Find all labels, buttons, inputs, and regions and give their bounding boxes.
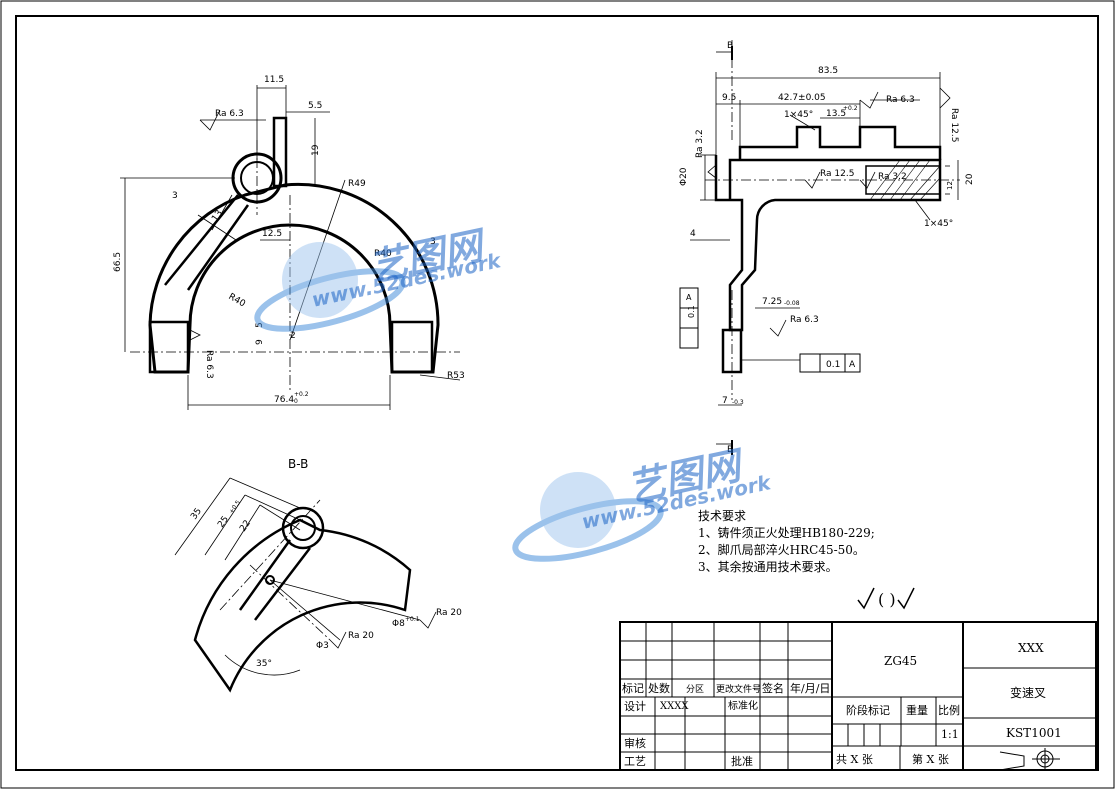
tb-design: 设计: [624, 700, 646, 713]
inner-frame: [15, 15, 1099, 771]
projection-symbol: [999, 748, 1060, 771]
dim-20: 20: [965, 173, 975, 185]
tb-material: ZG45: [884, 654, 918, 668]
dim-r40a: R40: [374, 249, 392, 259]
ra-top: Ra 6.3: [215, 109, 244, 119]
dim-9-5: 9.5: [722, 93, 736, 103]
chamfer-a: 1×45°: [784, 110, 813, 120]
dim-3a: 3: [172, 191, 178, 201]
tech-requirements: 技术要求 1、铸件须正火处理HB180-229; 2、脚爪局部淬火HRC45-5…: [698, 508, 875, 576]
tb-approve: 批准: [731, 755, 753, 768]
dim-3b: 3: [430, 237, 436, 247]
ra-20-b: Ra 20: [348, 631, 374, 641]
tb-label-count: 处数: [648, 682, 670, 695]
tb-sheet-no: 第 X 张: [912, 753, 949, 766]
dim-35: 35: [189, 507, 204, 522]
tb-drawing-no: KST1001: [1006, 726, 1062, 740]
dim-25: 25: [216, 515, 231, 530]
tech-req-item-1: 1、铸件须正火处理HB180-229;: [698, 526, 875, 540]
ra-32-right: Ra 3.2: [878, 172, 907, 182]
tb-label-date: 年/月/日: [790, 682, 831, 695]
section-dimensions: 35 25 +0.5 22 Φ8 +0.1 Ra 20 Φ3 Ra 20 35°: [189, 499, 462, 669]
dim-r49: R49: [348, 179, 366, 189]
dim-66-5: 66.5: [113, 252, 123, 272]
tb-stage: 阶段标记: [846, 704, 890, 717]
tb-process: 工艺: [624, 755, 646, 768]
ra-20-a: Ra 20: [436, 608, 462, 618]
section-mark-bottom: B: [727, 445, 733, 455]
ra-63-bottom: Ra 6.3: [790, 315, 819, 325]
side-view: B B 83.5 9.5 42.7±0.05 Ra 6.3 Ra 12.5 1×…: [679, 40, 975, 455]
tb-label-zone: 分区: [686, 685, 705, 695]
dim-13-5-tol: +0.2: [843, 105, 858, 112]
ra-left: Ra 6.3: [204, 350, 214, 379]
tb-total-sheets: 共 X 张: [836, 753, 873, 766]
dim-4: 4: [690, 229, 696, 239]
dim-7-tol2: -0.3: [732, 399, 744, 406]
dim-12: 12: [946, 181, 954, 190]
dim-7-25: 7.25: [762, 297, 782, 307]
dim-19: 19: [311, 144, 321, 156]
dim-5-5: 5.5: [308, 101, 322, 111]
dim-phi3: Φ3: [316, 641, 329, 651]
dim-phi20: Φ20: [679, 167, 689, 186]
section-mark-top: B: [727, 41, 733, 51]
title-block-grid: [619, 621, 1097, 771]
dim-2: 2: [290, 331, 296, 341]
dim-76-4-tol: +0.2: [294, 391, 309, 398]
chamfer-b: 1×45°: [924, 219, 953, 229]
gdt-bottom-value: 0.1: [826, 360, 840, 370]
dim-83-5: 83.5: [818, 66, 838, 76]
roughness-symbol: [857, 587, 915, 610]
dim-12-5: 12.5: [262, 229, 282, 239]
dim-13-5: 13.5: [826, 109, 846, 119]
dim-25-tol: +0.5: [228, 499, 242, 515]
dim-22: 22: [238, 519, 253, 534]
tb-review: 审核: [624, 737, 646, 750]
dim-r40b: R40: [227, 292, 248, 310]
tb-standardize: 标准化: [728, 701, 758, 712]
tb-label-change: 更改文件号: [716, 685, 762, 695]
dim-phi8: Φ8: [392, 619, 405, 629]
section-title: B-B: [288, 457, 308, 471]
dim-7-25-tol2: -0.08: [784, 300, 800, 307]
tb-scale-label: 比例: [938, 704, 960, 717]
roughness-note: ( ): [878, 590, 896, 609]
dim-r53: R53: [447, 371, 465, 381]
watermark-logo-1: [254, 242, 406, 332]
dim-9: 9: [255, 339, 265, 345]
tb-designer: XXXX: [660, 701, 689, 712]
tb-label-mark: 标记: [622, 682, 644, 695]
dim-76-4: 76.4: [274, 395, 294, 405]
tech-req-item-2: 2、脚爪局部淬火HRC45-50。: [698, 543, 865, 557]
ra-63-top: Ra 6.3: [886, 95, 915, 105]
gdt-bottom-datum: A: [849, 360, 856, 370]
tb-label-sign: 签名: [762, 682, 784, 695]
ra-125-right: Ra 12.5: [949, 108, 959, 142]
gdt-top-datum: A: [686, 293, 692, 302]
watermark-logo-2: [512, 472, 664, 562]
tech-req-item-3: 3、其余按通用技术要求。: [698, 560, 838, 574]
tb-scale: 1:1: [941, 728, 959, 741]
tb-weight: 重量: [906, 704, 928, 717]
gdt-top-value: 0.1: [687, 305, 696, 318]
side-dimensions: B B 83.5 9.5 42.7±0.05 Ra 6.3 Ra 12.5 1×…: [679, 41, 975, 455]
ra-32-left: Ra 3.2: [695, 129, 705, 158]
dim-42-7: 42.7±0.05: [778, 93, 826, 103]
tb-part-name: 变速叉: [1010, 686, 1047, 700]
dim-11-5: 11.5: [264, 75, 284, 85]
tech-req-title: 技术要求: [698, 509, 747, 523]
ra-125-mid: Ra 12.5: [820, 169, 854, 179]
dim-phi8-tol: +0.1: [405, 616, 420, 623]
tb-company: XXX: [1018, 641, 1044, 655]
front-dimensions: 11.5 5.5 Ra 6.3 19 R49 3 13 12.5 R40 3 R…: [113, 75, 465, 405]
dim-7: 7: [722, 396, 728, 406]
section-view: B-B 35 25 +0.5 22 Φ8: [174, 457, 462, 693]
dim-35-deg: 35°: [256, 659, 272, 669]
dim-76-4-tol2: 0: [294, 398, 298, 405]
